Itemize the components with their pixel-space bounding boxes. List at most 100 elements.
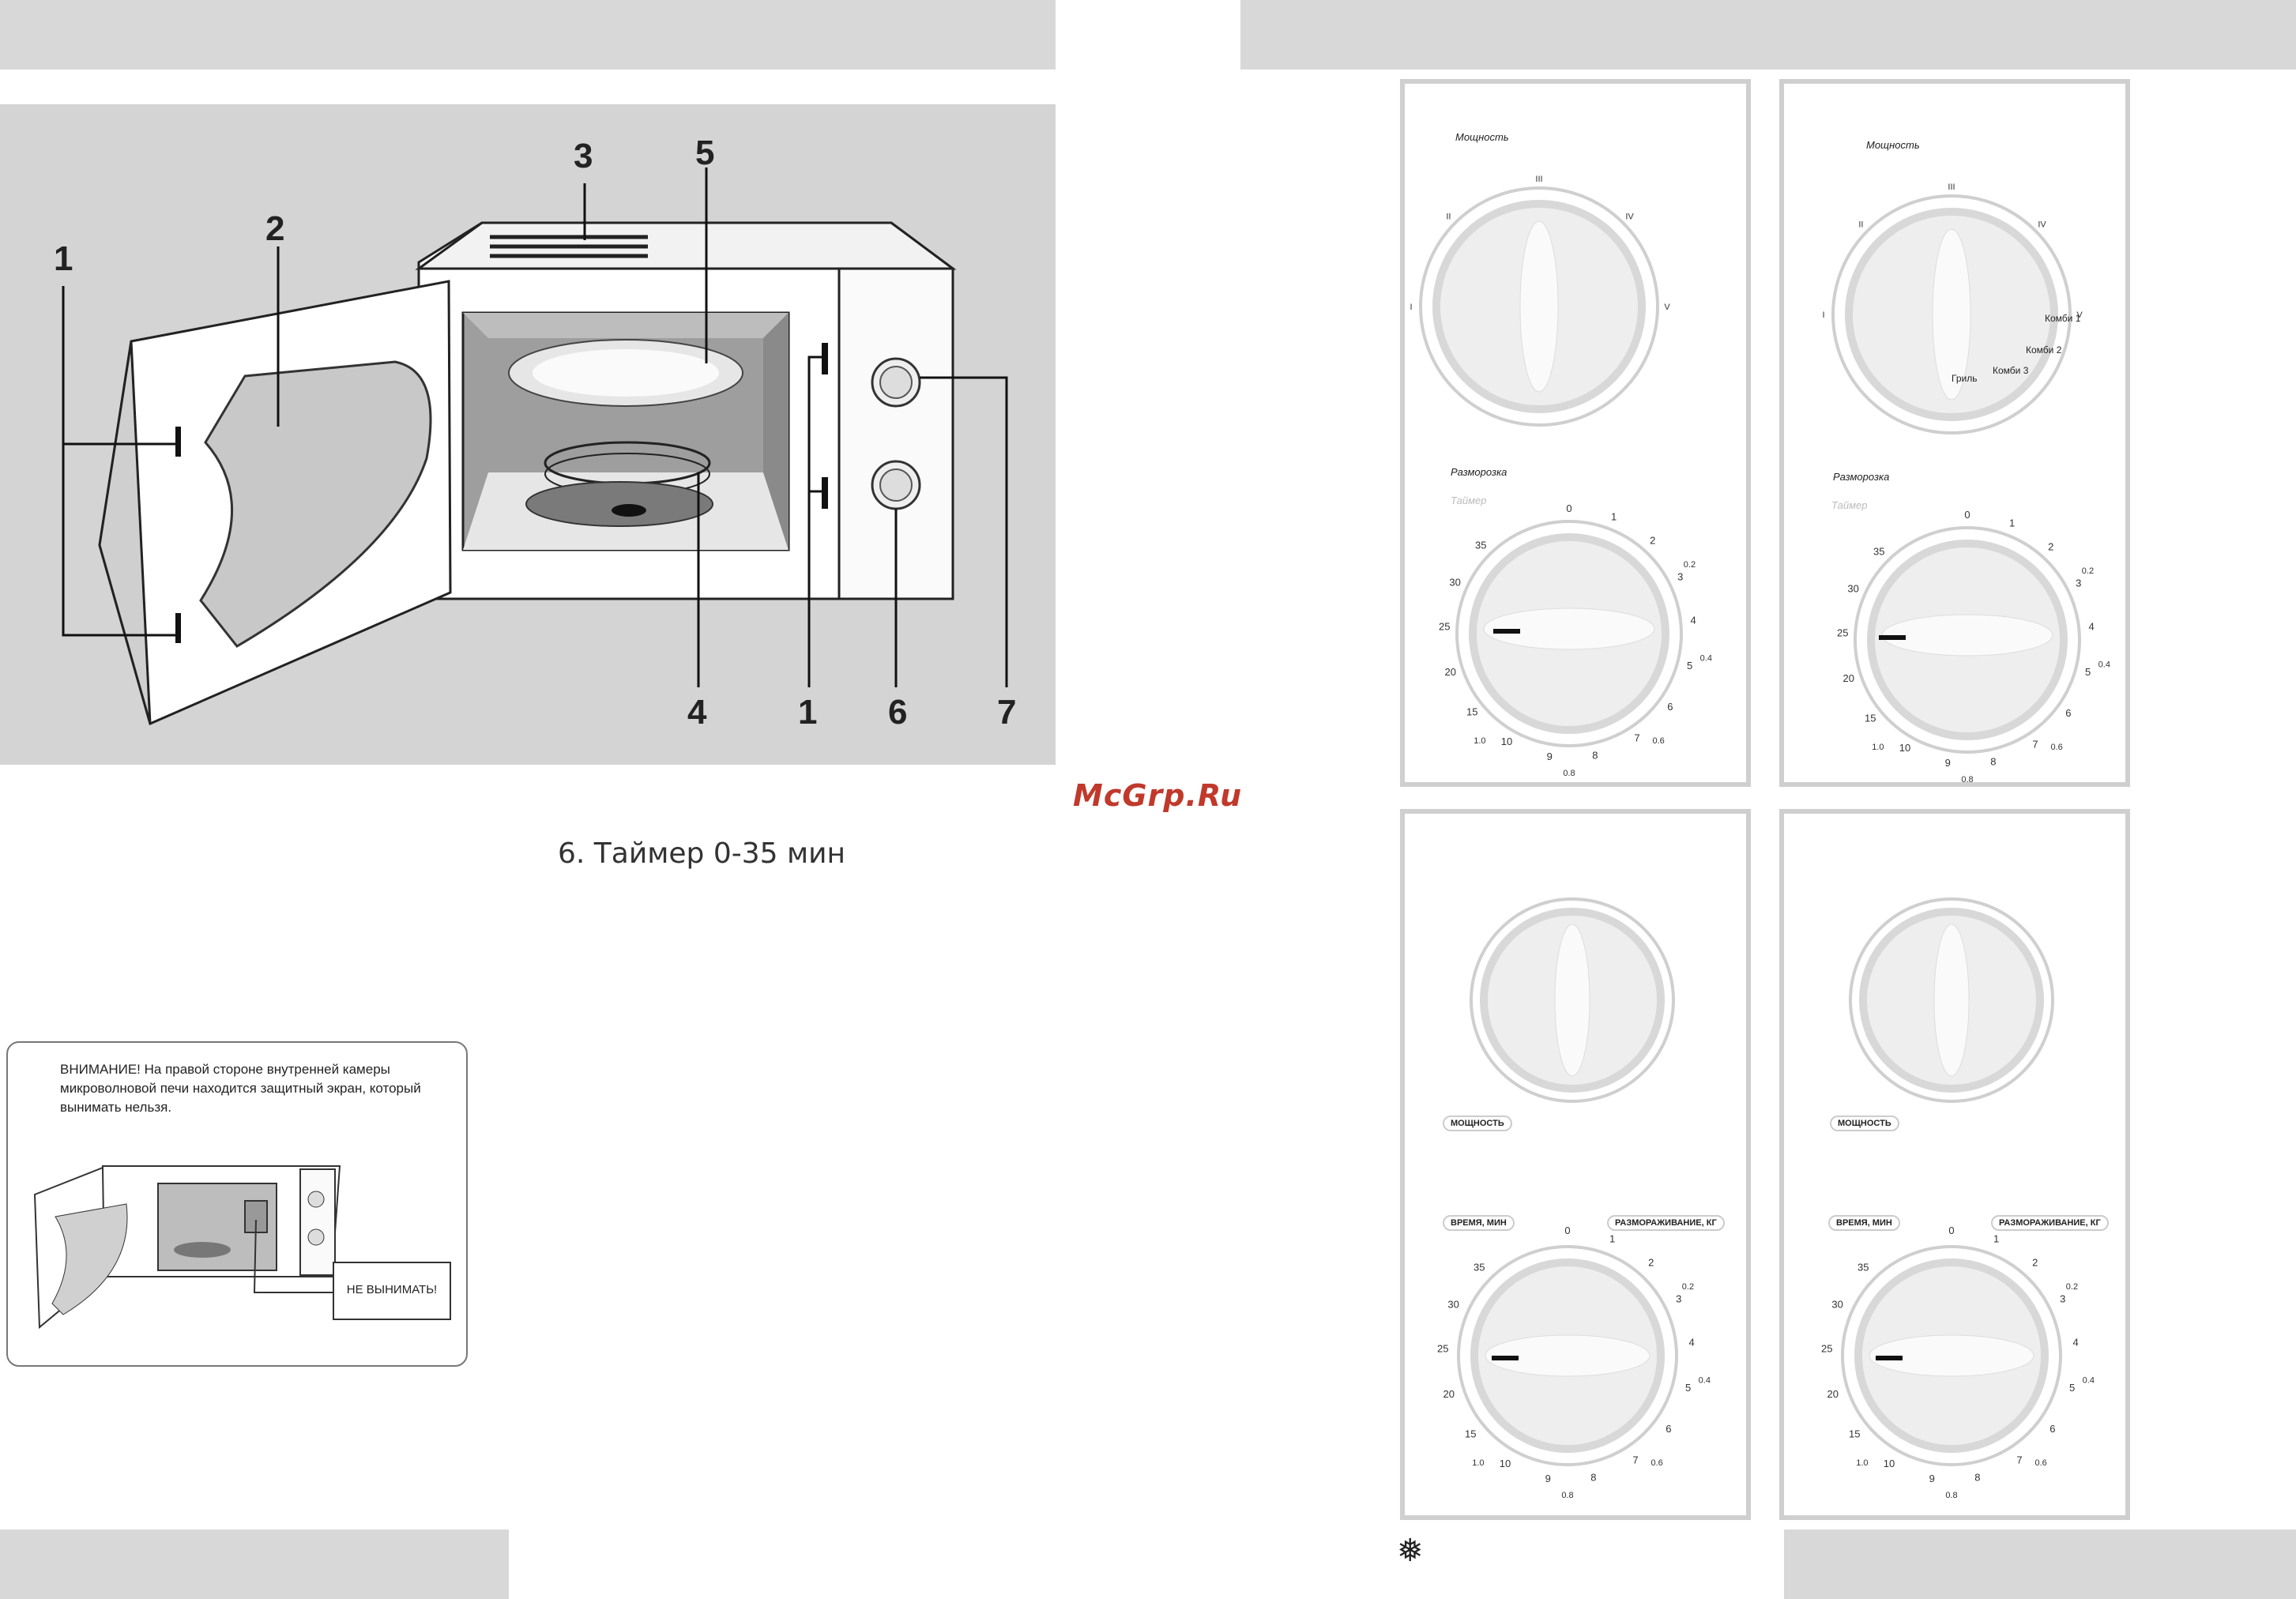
timer-mark-2-1: 1 [2009, 517, 2015, 529]
weight-mark-4-1: 0.4 [2083, 1376, 2095, 1386]
panel-1-power-mark-4: V [1664, 303, 1670, 312]
timer-mark-1-1: 1 [1611, 510, 1617, 522]
timer-mark-3-2: 2 [1648, 1257, 1654, 1269]
timer-mark-2-9: 9 [1945, 757, 1951, 769]
microwave-figure-panel: 1 2 3 5 4 1 6 7 [0, 104, 1056, 765]
timer-mark-3-9: 9 [1545, 1473, 1551, 1484]
panel-1-power-mark-3: IV [1625, 212, 1634, 221]
panel-3-defrost-label: РАЗМОРАЖИВАНИЕ, КГ [1607, 1215, 1725, 1231]
callout-3: 3 [574, 137, 593, 175]
timer-mark-2-8: 8 [1990, 756, 1996, 768]
timer-mark-3-1: 1 [1609, 1232, 1615, 1244]
weight-mark-1-4: 1.0 [1474, 736, 1485, 746]
weight-mark-4-0: 0.2 [2066, 1282, 2078, 1292]
timer-mark-4-11: 15 [1849, 1428, 1860, 1439]
timer-mark-1-5: 5 [1687, 660, 1692, 672]
weight-mark-4-4: 1.0 [1856, 1458, 1868, 1468]
microwave-illustration: 1 2 3 5 4 1 6 7 [54, 134, 1016, 732]
warning-text: ВНИМАНИЕ! На правой стороне внутренней к… [60, 1062, 421, 1115]
weight-mark-4-2: 0.6 [2034, 1458, 2046, 1468]
panel-4-time-label: ВРЕМЯ, МИН [1828, 1215, 1900, 1231]
panel-1-power-mark-0: I [1410, 303, 1412, 312]
panel-4-defrost-label: РАЗМОРАЖИВАНИЕ, КГ [1991, 1215, 2109, 1231]
header-bar-right [1240, 0, 2296, 70]
timer-mark-2-11: 15 [1865, 712, 1876, 724]
timer-mark-3-12: 20 [1443, 1388, 1454, 1400]
timer-mark-4-0: 0 [1948, 1225, 1954, 1236]
footer-bar-right [1784, 1529, 2296, 1599]
timer-mark-1-11: 15 [1466, 705, 1477, 717]
timer-mark-1-8: 8 [1592, 750, 1598, 762]
timer-mark-2-6: 6 [2065, 707, 2071, 719]
weight-mark-1-1: 0.4 [1700, 654, 1712, 664]
weight-mark-3-4: 1.0 [1472, 1458, 1484, 1468]
timer-mark-4-2: 2 [2032, 1257, 2038, 1269]
timer-mark-4-13: 25 [1821, 1343, 1832, 1355]
panel-1-dials: IIIIIIIVV01234567891015202530350.20.40.6… [1410, 175, 1712, 778]
weight-mark-3-3: 0.8 [1561, 1491, 1573, 1500]
timer-mark-1-13: 25 [1439, 621, 1450, 633]
panel-2-defrost-label: Разморозка [1833, 471, 1890, 483]
callout-4: 4 [687, 693, 707, 732]
weight-mark-2-0: 0.2 [2082, 566, 2094, 576]
timer-mark-1-10: 10 [1501, 736, 1512, 747]
panel-2-timer-label: Таймер [1831, 499, 1868, 511]
timer-mark-1-3: 3 [1677, 570, 1683, 582]
timer-mark-2-14: 30 [1847, 583, 1858, 595]
panel-2-power-mark-4: V [2076, 310, 2083, 320]
panel-2-power-mark-0: I [1822, 310, 1824, 320]
panel-1-defrost-label: Разморозка [1451, 466, 1507, 478]
timer-mark-2-13: 25 [1837, 627, 1848, 639]
timer-mark-4-9: 9 [1929, 1473, 1935, 1484]
timer-mark-4-5: 5 [2069, 1382, 2075, 1394]
timer-mark-4-10: 10 [1884, 1458, 1895, 1469]
timer-mark-2-3: 3 [2076, 577, 2081, 589]
timer-caption: 6. Таймер 0-35 мин [558, 837, 846, 870]
weight-mark-1-3: 0.8 [1563, 769, 1575, 778]
weight-mark-1-0: 0.2 [1684, 560, 1696, 570]
callout-7: 7 [997, 693, 1016, 732]
timer-mark-2-15: 35 [1873, 545, 1884, 557]
timer-mark-1-6: 6 [1667, 701, 1673, 713]
timer-mark-1-0: 0 [1566, 502, 1571, 514]
panel-2-power-mark-1: II [1858, 220, 1863, 229]
timer-mark-1-7: 7 [1634, 732, 1639, 744]
timer-mark-1-2: 2 [1650, 535, 1655, 547]
timer-mark-2-7: 7 [2032, 739, 2038, 751]
timer-mark-2-5: 5 [2085, 666, 2091, 678]
weight-mark-1-2: 0.6 [1652, 736, 1664, 746]
weight-mark-3-1: 0.4 [1699, 1376, 1711, 1386]
timer-mark-4-8: 8 [1974, 1472, 1980, 1484]
timer-mark-1-12: 20 [1444, 666, 1455, 678]
timer-mark-3-13: 25 [1437, 1343, 1448, 1355]
panel-1-power-mark-2: III [1535, 175, 1542, 184]
timer-mark-3-6: 6 [1666, 1423, 1671, 1435]
panel-3-time-label: ВРЕМЯ, МИН [1443, 1215, 1515, 1231]
timer-mark-1-14: 30 [1449, 577, 1460, 589]
timer-mark-1-15: 35 [1475, 539, 1486, 551]
header-bar-left [0, 0, 1056, 70]
weight-mark-3-0: 0.2 [1682, 1282, 1694, 1292]
timer-mark-4-7: 7 [2016, 1454, 2022, 1466]
timer-mark-2-12: 20 [1842, 672, 1854, 684]
weight-mark-2-3: 0.8 [1961, 775, 1973, 782]
timer-mark-4-6: 6 [2049, 1423, 2055, 1435]
weight-mark-3-2: 0.6 [1650, 1458, 1662, 1468]
warning-callout: НЕ ВЫНИМАТЬ! [346, 1283, 438, 1296]
weight-mark-4-3: 0.8 [1945, 1491, 1957, 1500]
weight-mark-2-4: 1.0 [1872, 743, 1884, 752]
callout-6: 6 [888, 693, 907, 732]
timer-mark-3-5: 5 [1685, 1382, 1691, 1394]
timer-mark-1-9: 9 [1547, 751, 1553, 762]
panel-2-dials: IIIIIIIVV01234567891015202530350.20.40.6… [1822, 182, 2110, 784]
panel-1-timer-label: Таймер [1451, 495, 1487, 506]
panel-2-combi-1: Комби 1 [2045, 313, 2081, 324]
panel-1-power-label: Мощность [1455, 131, 1509, 143]
panel-2-grill: Гриль [1952, 373, 1978, 384]
timer-mark-3-11: 15 [1465, 1428, 1476, 1439]
callout-1-door: 1 [54, 239, 73, 278]
